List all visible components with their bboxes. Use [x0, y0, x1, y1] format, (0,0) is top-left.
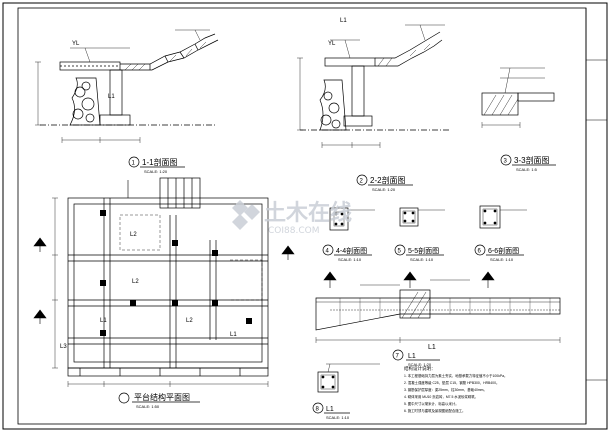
column-title: L1	[326, 406, 334, 413]
plan-drawing	[52, 177, 269, 387]
column-title-block: 8 L1 SCALE: 1:10	[312, 402, 350, 420]
plan-l2-label-a: L2	[130, 232, 137, 238]
section-1-number: 1	[132, 161, 136, 167]
section-2-l1-label: L1	[340, 18, 347, 24]
section-5-title: 5-5剖面图	[408, 246, 439, 255]
section-3-title-block: 3 3-3剖面图 SCALE: 1:5	[500, 154, 556, 172]
note-line-6: 6. 施工时须与建筑及景观图纸配合施工。	[404, 408, 465, 413]
section-2-2-drawing	[297, 24, 450, 148]
plan-title: 平台结构平面图	[134, 392, 190, 402]
section-3-title: 3-3剖面图	[514, 155, 550, 165]
design-notes: 结构设计说明： 1. 本工程基础持力层为素土夯实，地基承载力特征值不小于100k…	[404, 365, 507, 413]
section-5-title-block: 5 5-5剖面图 SCALE: 1:10	[394, 244, 444, 262]
section-4-scale: SCALE: 1:10	[338, 257, 362, 262]
plan-scale: SCALE: 1:50	[136, 404, 160, 409]
section-7-number: 7	[396, 354, 400, 360]
note-line-1: 1. 本工程基础持力层为素土夯实，地基承载力特征值不小于100kPa。	[404, 373, 507, 378]
section-6-number: 6	[478, 249, 482, 255]
section-4-4-drawing	[329, 207, 375, 231]
watermark-mark-icon	[232, 200, 260, 230]
section-1-scale: SCALE: 1:20	[144, 169, 168, 174]
watermark-subtitle: COI88.COM	[268, 226, 319, 236]
section-2-yl-label: YL	[328, 41, 336, 47]
section-6-scale: SCALE: 1:10	[490, 257, 514, 262]
plan-l2-label-c: L2	[186, 318, 193, 324]
column-number: 8	[316, 407, 320, 413]
section-1-l1-label: L1	[108, 94, 115, 100]
plan-title-block: 平台结构平面图 SCALE: 1:50	[118, 392, 200, 409]
section-1-yl-label: YL	[72, 41, 80, 47]
watermark-title: 土木在线	[264, 200, 352, 226]
section-3-number: 3	[504, 159, 508, 165]
section-6-6-drawing	[479, 205, 527, 229]
note-line-3: 3. 钢筋保护层厚度：梁25mm，柱30mm，基础40mm。	[404, 387, 487, 392]
plan-section-markers	[33, 180, 295, 324]
beam-section-markers	[323, 271, 495, 288]
plan-l1-label-b: L1	[230, 332, 237, 338]
section-5-number: 5	[398, 249, 402, 255]
section-2-scale: SCALE: 1:20	[372, 187, 396, 192]
section-7-title: L1	[408, 353, 416, 360]
section-3-scale: SCALE: 1:5	[516, 167, 538, 172]
plan-l2-label-b: L2	[132, 279, 139, 285]
notes-title: 结构设计说明：	[404, 365, 436, 372]
plan-l1-label: L1	[100, 318, 107, 324]
section-3-3-drawing	[481, 67, 555, 128]
section-4-title-block: 4 4-4剖面图 SCALE: 1:10	[322, 244, 372, 262]
beam-l1-dim-label: L1	[428, 344, 436, 351]
beam-l1-elevation	[315, 279, 561, 343]
note-line-2: 2. 混凝土强度等级 C25，垫层 C15，钢筋 HPB300、HRB400。	[404, 380, 499, 385]
section-4-title: 4-4剖面图	[336, 246, 367, 255]
section-5-5-drawing	[399, 207, 445, 227]
watermark-logo: 土木在线 COI88.COM	[232, 200, 352, 236]
section-5-scale: SCALE: 1:10	[410, 257, 434, 262]
section-6-title: 6-6剖面图	[488, 246, 519, 255]
column-scale: SCALE: 1:10	[326, 415, 350, 420]
plan-columns	[100, 210, 252, 336]
section-7-scale: SCALE: 1:20	[408, 362, 432, 367]
section-1-1-drawing	[35, 29, 219, 143]
section-1-number-circle	[128, 156, 140, 168]
section-1-title: 1-1剖面图	[142, 157, 178, 167]
column-section-drawing	[317, 363, 380, 393]
section-2-title-block: 2 2-2剖面图 SCALE: 1:20	[356, 174, 413, 192]
section-6-title-block: 6 6-6剖面图 SCALE: 1:10	[474, 244, 524, 262]
section-7-title-block: 7 L1 SCALE: 1:20	[392, 349, 440, 367]
section-2-title: 2-2剖面图	[370, 175, 406, 185]
section-1-title-block: 1 1-1剖面图 SCALE: 1:20	[128, 156, 185, 174]
note-line-4: 4. 砌体采用 MU10 页岩砖，M7.5 水泥砂浆砌筑。	[404, 394, 478, 399]
note-line-5: 5. 图中尺寸以毫米计，标高以米计。	[404, 401, 459, 406]
plan-l3-label: L3	[60, 344, 67, 350]
section-2-number: 2	[360, 179, 364, 185]
section-4-number: 4	[326, 249, 330, 255]
